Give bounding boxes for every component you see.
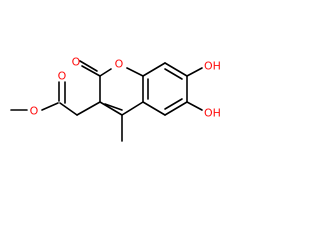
- bond-c5-c4a: [142, 101, 166, 116]
- bond-c6-c5-inner: [164, 98, 183, 110]
- bond-c4-c4a: [121, 101, 144, 116]
- benzene-ring: [142, 62, 203, 116]
- bond-c7-oh: [186, 67, 203, 77]
- bond-o1-c8a: [126, 67, 144, 77]
- molecule-structure: O O O O OH OH: [10, 56, 221, 142]
- atom-label-lactone-carbonyl-oxygen: O: [72, 56, 81, 69]
- bond-c8-c7-inner: [164, 68, 183, 80]
- bond-c6-oh: [186, 101, 203, 111]
- bond-o-carbonyl: [41, 102, 59, 111]
- bond-c6-c5: [164, 101, 188, 116]
- atom-label-hydroxyl-7: OH: [204, 60, 221, 73]
- bond-c2-o1: [99, 68, 112, 77]
- atom-label-ester-ether-oxygen: O: [30, 105, 39, 118]
- bond-c3-c4: [99, 101, 123, 116]
- atom-labels: O O O O OH OH: [30, 56, 221, 120]
- ester-side-chain: [10, 81, 101, 116]
- atom-label-ester-carbonyl-oxygen: O: [58, 70, 67, 83]
- bond-carbonyl-ch2: [59, 102, 78, 116]
- bond-c8a-c8: [142, 62, 166, 77]
- bond-ch2-c3: [76, 101, 101, 116]
- bond-c3-c4-inner: [104, 103, 123, 111]
- bond-c2-o-double-a: [81, 65, 101, 77]
- bond-c2-o-double-b: [79, 60, 98, 72]
- atom-label-hydroxyl-6: OH: [204, 107, 221, 120]
- pyranone-ring: [79, 60, 144, 142]
- atom-label-ring-oxygen: O: [115, 58, 124, 71]
- bond-c8-c7: [164, 62, 188, 77]
